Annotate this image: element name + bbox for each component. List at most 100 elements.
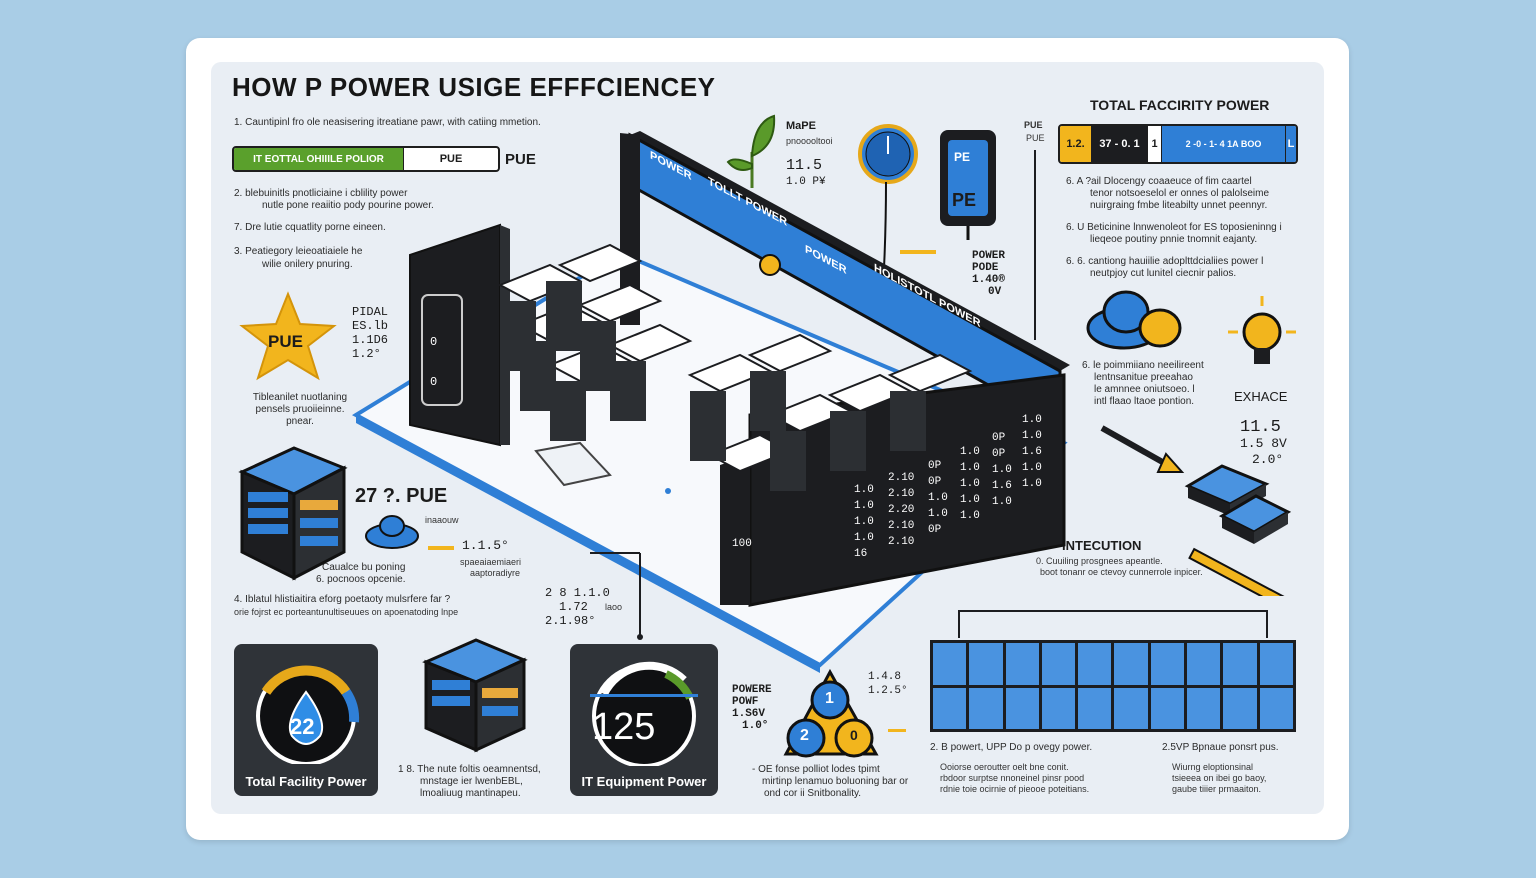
wall-col-5: 0P 0P 1.0 1.6 1.0 (992, 430, 1012, 510)
gauge-it-equipment: 125 IT Equipment Power (570, 644, 718, 796)
wc5-5: 1.0 (992, 496, 1012, 508)
exhace-label: EXHACE (1234, 389, 1288, 404)
pow-1: POWERE (732, 684, 772, 696)
cn-1: 6. le poimmiiano neeilireent (1082, 360, 1204, 371)
power-meter-icon (940, 130, 996, 240)
gauge-1-value: 22 (290, 714, 315, 739)
meter-side-3: 1.40® (972, 274, 1006, 286)
sc-2: 1.0 (1022, 430, 1042, 442)
star-label: PUE (268, 332, 303, 351)
battery-stack-icon (1184, 464, 1292, 596)
col3-text: Wiurng eloptionsinal tsieeea on ibei go … (1172, 762, 1292, 795)
ex-2: 1.5 8V (1240, 436, 1287, 451)
ex-3: 2.0° (1252, 452, 1284, 467)
pue-bar-right: PUE (439, 153, 463, 165)
gauge-1-label: Total Facility Power (245, 774, 367, 789)
pue-val: 1.1.5° (462, 538, 509, 553)
col3-2: tsieeea on ibei go baoy, (1172, 773, 1267, 783)
cn-2: lentnsanitue preeahao (1094, 372, 1193, 383)
pow-3: 1.S6V (732, 708, 766, 720)
wc5-3: 1.0 (992, 464, 1012, 476)
rack-a-2: 0 (430, 375, 438, 389)
triangle-icon (783, 668, 879, 758)
rn2-1: 6. U Beticinine lnnwenoleot for ES topos… (1066, 222, 1282, 233)
double-arrow-icon (900, 250, 936, 254)
rn3-1: 6. 6. cantiong hauiilie adoplttdcialiies… (1066, 256, 1264, 267)
meter-label: PE (952, 190, 977, 210)
note-a-1: 1 8. The nute foltis oeamnentsd, (398, 764, 541, 775)
wc4-2: 1.0 (960, 462, 980, 474)
wc4-3: 1.0 (960, 478, 980, 490)
step-7: 7. Dre lutie cquatlity porne eineen. (234, 222, 386, 233)
tri-values: 1.4.8 1.2.5° (868, 670, 908, 698)
rack-a-1: 0 (430, 335, 438, 349)
pidal-v3: 1.2° (352, 347, 381, 361)
star-caption-2: pensels pruoiieinne. (255, 404, 345, 415)
datacenter-illustration (351, 131, 1070, 673)
step-1-text: 1. Cauntipinl fro ole neasisering itreat… (234, 117, 541, 128)
total-power-bar: 1.2. 37 - 0. 1 1 2 -0 - 1- 4 1A BOO L (1058, 124, 1298, 164)
wc1-3: 1.0 (854, 516, 874, 528)
arrow-small-icon (888, 729, 906, 732)
col2-2: rbdoor surptse nnoneinel pinsr pood (940, 773, 1085, 783)
meter-side-2: PODE (972, 262, 999, 274)
tri-v1: 1.4.8 (868, 671, 902, 683)
step-2a: 2. blebuinitls pnotliciaine i cblility p… (234, 188, 408, 199)
wc2-1: 2.10 (888, 472, 915, 484)
server-cube-icon (238, 446, 348, 581)
col2-1: Ooiorse oeroutter oelt bne conit. (940, 762, 1069, 772)
page-title: HOW P POWER USIGE EFFFCIENCEY (232, 72, 716, 102)
sc-3: 1.6 (1022, 446, 1042, 458)
leaf-icon (726, 114, 776, 188)
leaf-sub: pnooooltooi (786, 136, 833, 146)
col3-3: gaube tiiier prmaaiton. (1172, 784, 1262, 794)
tp-seg-2: 37 - 0. 1 (1092, 126, 1148, 162)
pidal-v1: ES.lb (352, 319, 389, 333)
caution-1: Caualce bu poning (322, 562, 406, 573)
tri-num-3: 0 (850, 727, 858, 743)
leaf-v2: 1.0 P¥ (786, 176, 826, 188)
pow-4: 1.0° (742, 720, 769, 732)
step-3b: wilie onilery pnuring. (262, 259, 353, 270)
note-b-2: mirtinp lenamuo boluoning bar or (762, 776, 909, 787)
tp-seg-1: 1.2. (1060, 126, 1092, 162)
wc2-2: 2.10 (888, 488, 915, 500)
wall-col-4: 1.0 1.0 1.0 1.0 1.0 (960, 444, 980, 524)
pue-bar-suffix: PUE (505, 151, 536, 168)
wall-col-1: 1.0 1.0 1.0 1.0 16 (854, 482, 874, 562)
centre-small: laoo (605, 602, 623, 612)
tp-seg-4: 2 -0 - 1- 4 1A BOO (1162, 126, 1286, 162)
pidal-v2: 1.1D6 (352, 333, 389, 347)
wc2-4: 2.10 (888, 520, 915, 532)
cn-3: le amnnee oniutsoeo. l (1094, 384, 1195, 395)
note-b-3: ond cor ii Snitbonality. (764, 788, 862, 799)
total-title: TOTAL FACCIRITY POWER (1090, 97, 1270, 113)
step-3a: 3. Peatiegory leieoatiaiele he (234, 246, 363, 257)
lightbulb-icon (1228, 296, 1296, 364)
centre-v2: 1.72 (559, 600, 588, 614)
wall-col-2: 2.10 2.10 2.20 2.10 2.10 (888, 470, 914, 550)
wc4-4: 1.0 (960, 494, 980, 506)
gauge-total-facility: 22 Total Facility Power (234, 644, 378, 796)
col2-3: rdnie toie ocirnie of pieooe poteitians. (940, 784, 1090, 794)
note-a-2: mnstage ier lwenbEBL, (420, 776, 523, 787)
arrow-right-icon (428, 546, 454, 550)
wc1-1: 1.0 (854, 484, 874, 496)
rn2-2: lieqeoe poutiny pnnie tnomnit eajanty. (1090, 234, 1258, 245)
wall-col-3: 0P 0P 1.0 1.0 0P (928, 458, 948, 538)
pow-values: POWERE POWF 1.S6V 1.0° (732, 684, 772, 732)
col2-title: 2. B powert, UPP Do p ovegy power. (930, 742, 1093, 753)
wc5-4: 1.6 (992, 480, 1012, 492)
note-a-3: lmoaliuug mantinapeu. (420, 788, 521, 799)
solar-panel-array (930, 640, 1296, 732)
tri-num-1: 1 (825, 690, 834, 707)
cloud-note: 6. le poimmiiano neeilireent lentnsanitu… (1082, 360, 1222, 408)
cloud-large-icon (1086, 290, 1182, 350)
pow-2: POWF (732, 696, 759, 708)
pue-side-2: PUE (1026, 133, 1045, 143)
meter-side-1: POWER (972, 250, 1006, 262)
leaf-v1: 11.5 (786, 157, 823, 174)
centre-v1: 2 8 1.1.0 (545, 586, 610, 600)
pue-val-sub-2: aaptoradiyre (470, 568, 521, 578)
side-col: 1.0 1.0 1.6 1.0 1.0 (1022, 412, 1042, 492)
